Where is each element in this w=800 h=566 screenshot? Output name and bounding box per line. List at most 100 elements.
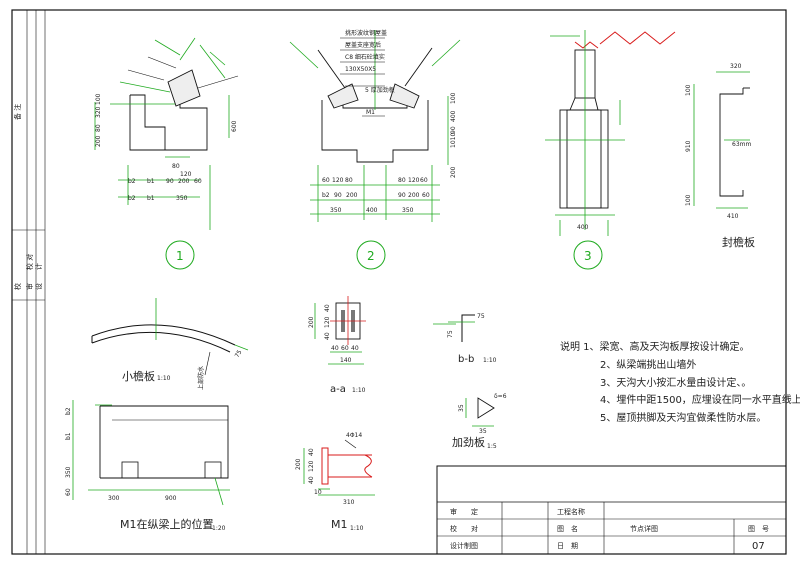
m1-rebar: 4Φ14	[346, 432, 362, 439]
stiffener-dim-35: 35	[458, 404, 465, 412]
tb-design: 设计制图	[450, 541, 478, 550]
d1-dim-b1: b1	[147, 178, 155, 185]
m1-dim-40b: 40	[308, 476, 315, 484]
bb-dim-75: 75	[477, 313, 485, 320]
small-fascia-note: 上部防水	[197, 366, 205, 390]
d2-note-m1: M1	[366, 109, 375, 116]
m1pos-caption: M1在纵梁上的位置	[120, 517, 214, 531]
aa-dim-140: 140	[340, 357, 352, 364]
bb-caption: b-b	[458, 354, 474, 365]
m1-scale: 1:10	[350, 525, 364, 532]
detail-3-marker	[573, 240, 603, 270]
d2-dim-90b: 90	[398, 192, 406, 199]
fascia-caption: 封檐板	[722, 235, 755, 249]
aa-dim-60: 60	[341, 345, 349, 352]
aa-dim-40d: 40	[351, 345, 359, 352]
title-block	[436, 465, 787, 555]
aa-scale: 1:10	[352, 387, 366, 394]
d2-dim-60: 60	[322, 177, 330, 184]
strip-note: 备 注	[13, 104, 22, 120]
stiffener-plate: δ=6 35 35 加劲板 1:5	[452, 393, 507, 450]
detail-2-number: 2	[367, 249, 375, 263]
strip-item-5: 校 对	[25, 254, 34, 270]
tb-drawing-name: 节点详图	[630, 524, 658, 533]
d2-note-concrete: C8 细石砼填实	[345, 53, 385, 61]
m1-dim-200: 200	[295, 458, 302, 470]
tb-review: 审 定	[450, 507, 478, 516]
detail-3: 3 400	[545, 30, 676, 270]
d2-note-roof: 挑形波纹钢屋盖	[345, 29, 387, 37]
d2-dim-90: 90	[450, 126, 457, 134]
aa-dim-40b: 40	[324, 332, 331, 340]
sheet-border	[11, 9, 787, 555]
d2-dim-200c: 200	[408, 192, 420, 199]
strip-item-3: 设	[34, 283, 43, 290]
section-bb: 75 75 b-b 1:10	[433, 313, 497, 365]
d1-dim-80b: 80	[172, 163, 180, 170]
d2-dim-350: 350	[330, 207, 342, 214]
tb-check: 校 对	[450, 524, 478, 533]
d2-note-support: 屋盖支座宽后	[345, 41, 381, 49]
strip-item-4: 计	[34, 263, 43, 270]
strip-item-1: 校	[13, 283, 22, 290]
m1-position: b2 b1 350 60 300 900 M1在纵梁上的位置 1:20	[65, 400, 230, 532]
detail-1-marker	[165, 240, 195, 270]
m1-dim-40: 40	[308, 448, 315, 456]
d2-dim-120: 120	[332, 177, 344, 184]
d1-dim-b2: b2	[128, 178, 136, 185]
detail-1: 1 200 80 320 100 600 80 120 b2 b1 90 200…	[94, 37, 239, 270]
note-5: 5、屋顶拱脚及天沟宜做柔性防水层。	[600, 411, 766, 424]
d1-dim-b1b: b1	[147, 195, 155, 202]
d1-dim-200b: 200	[178, 178, 190, 185]
d2-dim-b2: b2	[322, 192, 330, 199]
stiffener-caption: 加劲板	[452, 435, 485, 449]
detail-1-number: 1	[176, 249, 184, 263]
d1-dim-90: 90	[166, 178, 174, 185]
m1-dim-310: 310	[343, 499, 355, 506]
small-fascia-caption: 小檐板	[122, 369, 155, 383]
note-1: 说明 1、梁宽、高及天沟板厚按设计确定。	[560, 340, 750, 353]
note-3: 3、天沟大小按汇水量由设计定、。	[600, 376, 751, 389]
aa-dim-200: 200	[308, 316, 315, 328]
stiffener-dim-35b: 35	[479, 428, 487, 435]
tb-drawing-label: 图 名	[557, 524, 578, 533]
m1pos-dim-60: 60	[65, 488, 72, 496]
d1-dim-100: 100	[95, 93, 102, 105]
stiffener-scale: 1:5	[487, 443, 497, 450]
fascia-dim-910: 910	[685, 140, 692, 152]
fascia-dim-100b: 100	[685, 194, 692, 206]
bb-scale: 1:10	[483, 357, 497, 364]
d2-dim-60c: 60	[422, 192, 430, 199]
small-fascia-scale: 1:10	[157, 375, 171, 382]
fascia-dim-63: 63mm	[732, 141, 751, 148]
m1pos-dim-300: 300	[108, 495, 120, 502]
d2-dim-90: 90	[334, 192, 342, 199]
fascia-board: 320 100 910 100 410 63mm 封檐板	[685, 63, 755, 249]
tb-number-label: 图 号	[748, 525, 769, 533]
d2-dim-80: 80	[345, 177, 353, 184]
aa-caption: a-a	[330, 384, 346, 395]
section-aa: 200 40 120 40 40 60 40 140 a-a 1:10	[308, 296, 366, 395]
d2-dim-1010: 1010	[450, 133, 457, 148]
detail-2: 挑形波纹钢屋盖 屋盖支座宽后 C8 细石砼填实 130X50X5 5 厚加劲板 …	[289, 29, 461, 270]
d2-note-plate: 5 厚加劲板	[365, 86, 395, 94]
small-fascia-dim-75: 75	[234, 349, 244, 359]
stiffener-thickness: δ=6	[494, 393, 507, 400]
tb-date-label: 日 期	[557, 542, 578, 550]
m1pos-scale: 1:20	[212, 525, 226, 532]
fascia-dim-410: 410	[727, 213, 739, 220]
m1pos-dim-350: 350	[65, 466, 72, 478]
d1-dim-320: 320	[95, 106, 102, 118]
m1-dim-120: 120	[308, 460, 315, 472]
d2-dim-80b: 80	[398, 177, 406, 184]
aa-dim-40c: 40	[331, 345, 339, 352]
d2-dim-120b: 120	[408, 177, 420, 184]
aa-dim-40: 40	[324, 304, 331, 312]
note-2: 2、纵梁端挑出山墙外	[600, 358, 696, 371]
bb-dim-75b: 75	[447, 330, 454, 338]
d2-dim-350b: 350	[402, 207, 414, 214]
fascia-dim-320: 320	[730, 63, 742, 70]
d3-dim-400: 400	[577, 224, 589, 231]
d1-dim-80: 80	[95, 124, 102, 132]
